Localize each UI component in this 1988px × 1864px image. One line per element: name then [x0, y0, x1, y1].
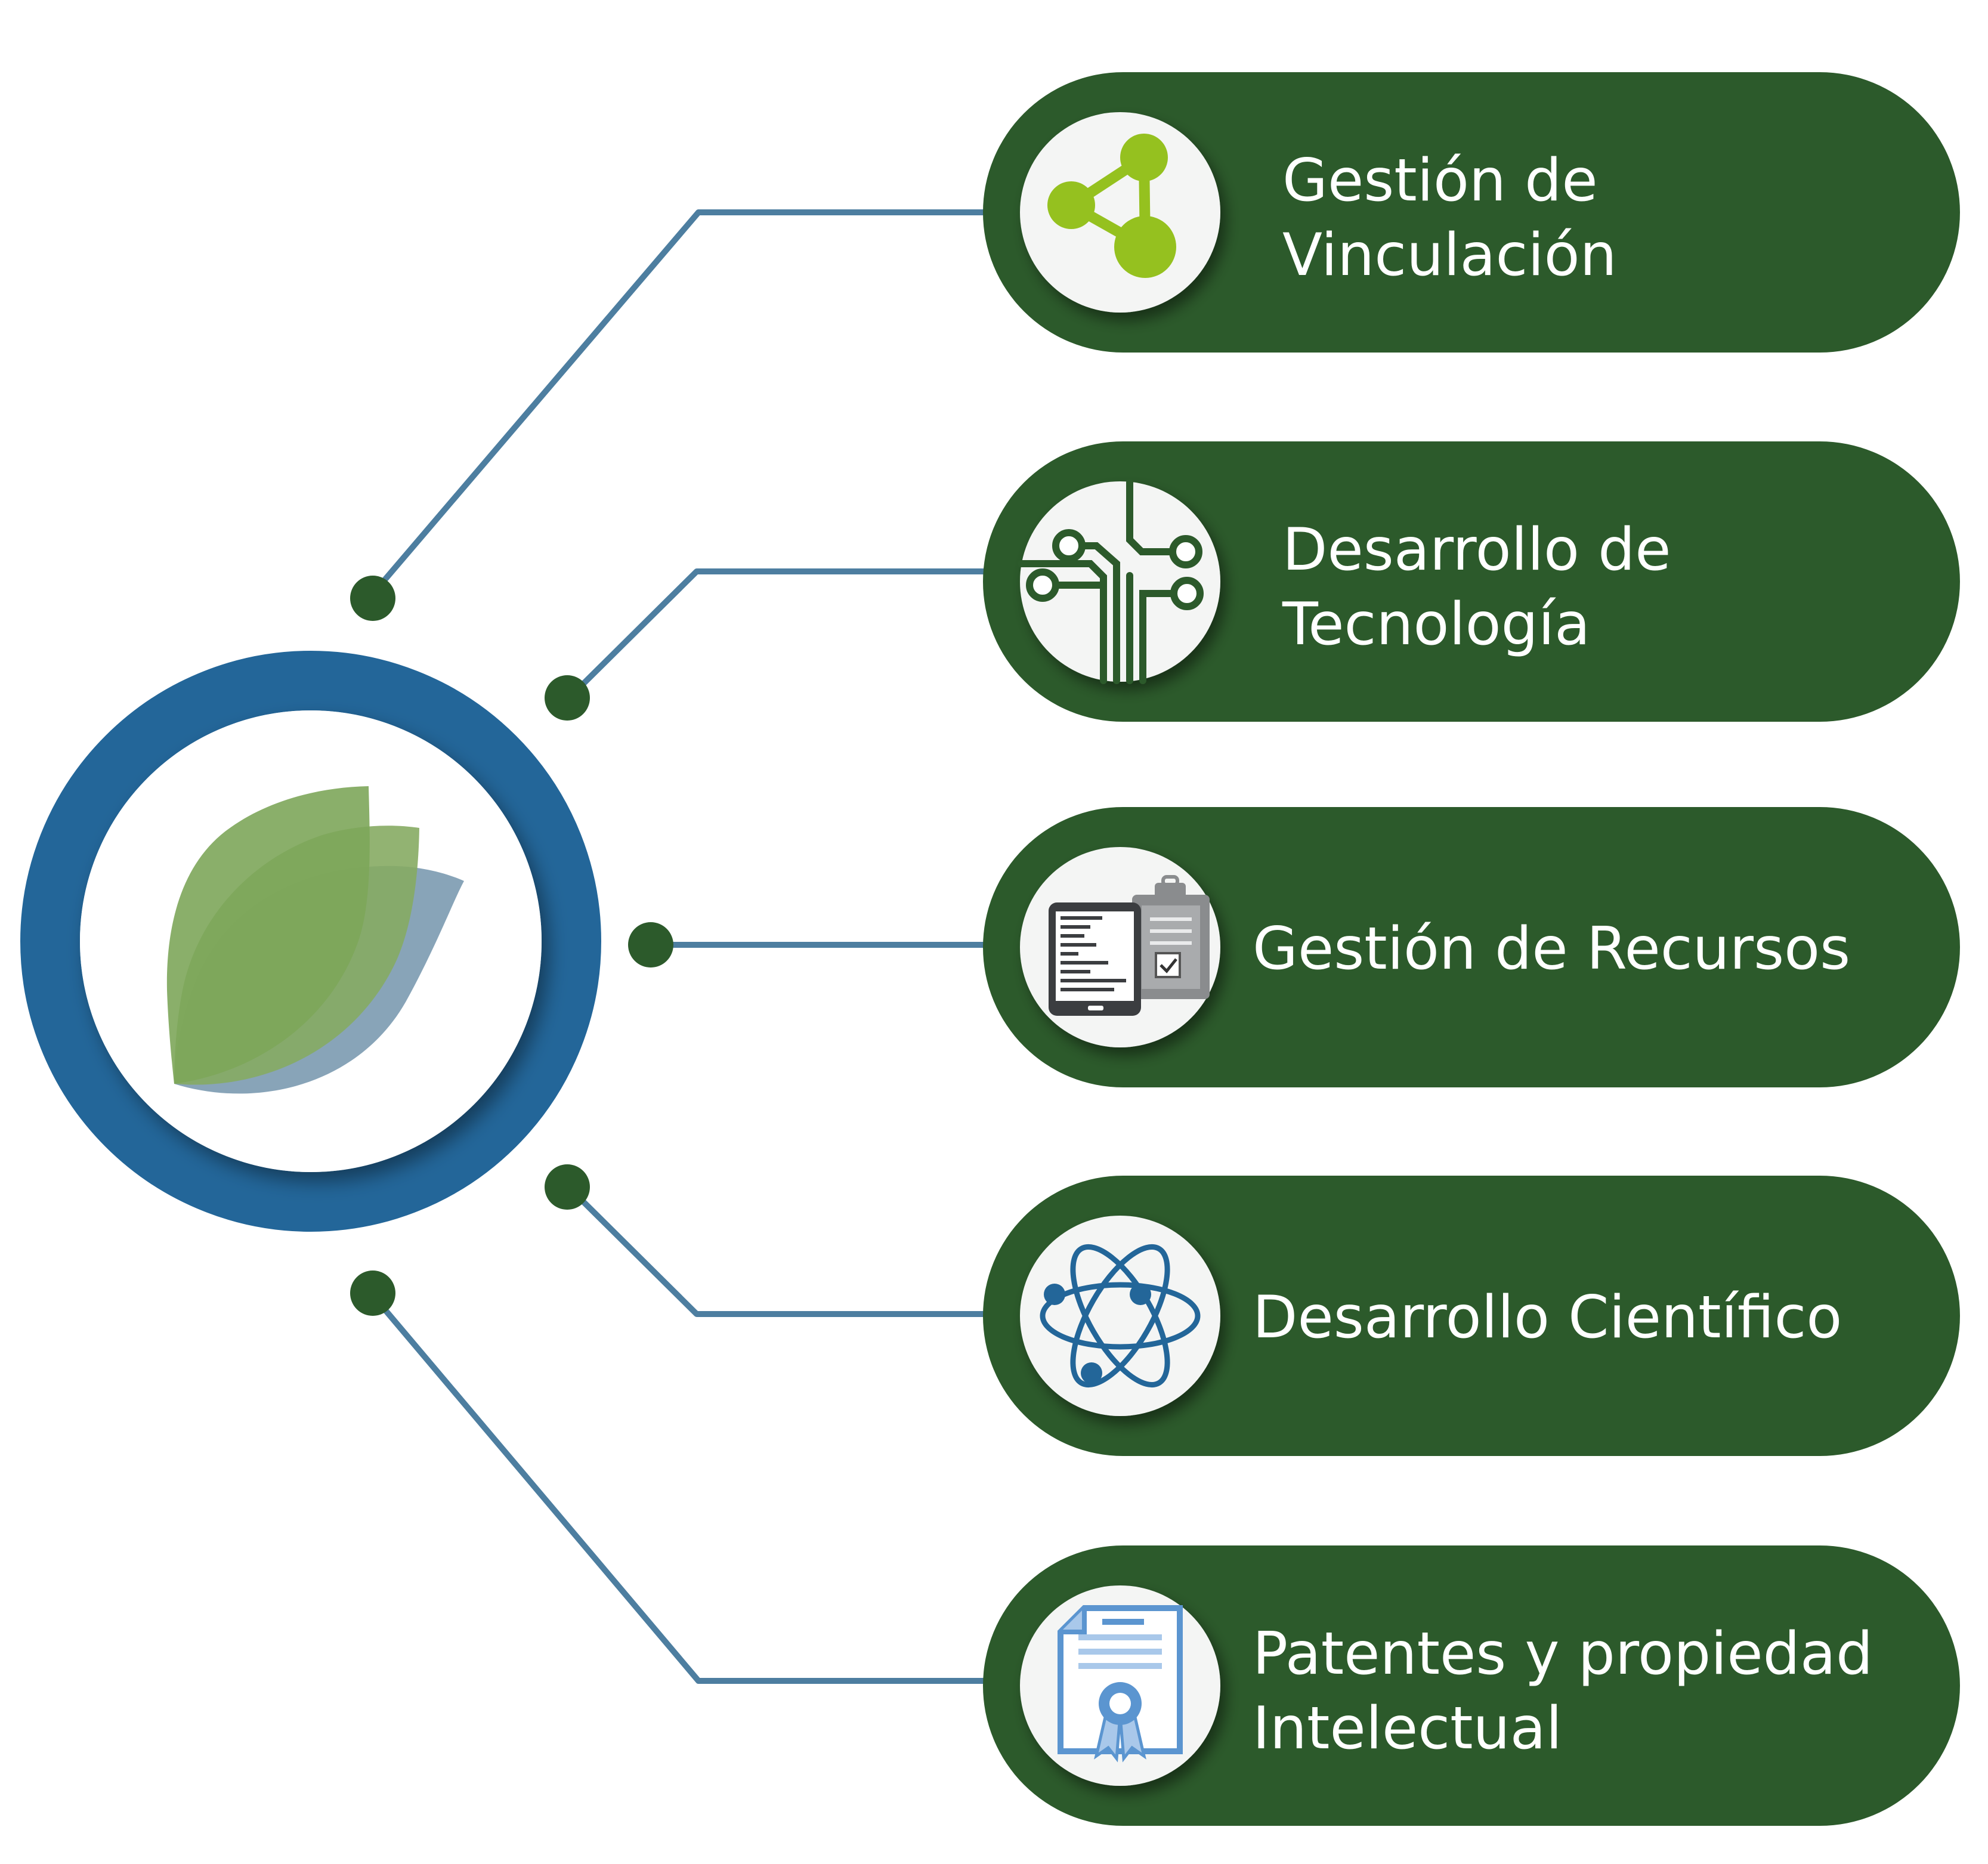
- item-label-line1: Patentes y propiedad: [1253, 1620, 1873, 1688]
- connector-dot-3: [628, 922, 673, 967]
- connector-dot-5: [350, 1271, 395, 1316]
- item-pill: [983, 1545, 1960, 1826]
- leaf-logo-front-leaf: [166, 786, 370, 1084]
- connector-line-4: [564, 1183, 1017, 1317]
- item-label-line2: Tecnología: [1282, 591, 1590, 659]
- item-label-line2: Intelectual: [1253, 1695, 1562, 1763]
- hub: [20, 651, 601, 1232]
- item-label: Gestión de Recursos: [1253, 915, 1850, 983]
- item-label-line1: Gestión de: [1282, 147, 1598, 215]
- item-2: Desarrollo de Tecnología: [983, 441, 1960, 722]
- item-label-line2: Vinculación: [1282, 221, 1617, 289]
- atom-icon: [1040, 1244, 1201, 1388]
- item-label: Desarrollo Científico: [1253, 1284, 1842, 1352]
- item-pill: [983, 72, 1960, 353]
- connectors: [369, 209, 1017, 1684]
- connector-dot-1: [350, 576, 395, 621]
- item-label-line1: Desarrollo de: [1282, 516, 1671, 584]
- connector-line-5: [369, 1291, 1017, 1684]
- item-3: Gestión de Recursos: [983, 807, 1960, 1087]
- connector-dot-2: [545, 675, 590, 721]
- connector-dot-4: [545, 1164, 590, 1210]
- circuit-icon: [1018, 479, 1204, 684]
- item-pill: [983, 441, 1960, 722]
- item-4: Desarrollo Científico: [983, 1176, 1960, 1456]
- connector-line-2: [564, 568, 1017, 703]
- leaf-logo-icon: [166, 786, 464, 1094]
- item-pill: [983, 807, 1960, 1087]
- connector-line-1: [369, 209, 1017, 598]
- certificate-icon: [1058, 1605, 1183, 1763]
- tablet-clipboard-icon: [1049, 875, 1210, 1016]
- item-icon-disc: [1020, 1216, 1220, 1416]
- network-triangle-icon: [1047, 134, 1176, 278]
- item-pill: [983, 1176, 1960, 1456]
- connector-dots: [350, 576, 673, 1316]
- hub-ring: [20, 651, 601, 1232]
